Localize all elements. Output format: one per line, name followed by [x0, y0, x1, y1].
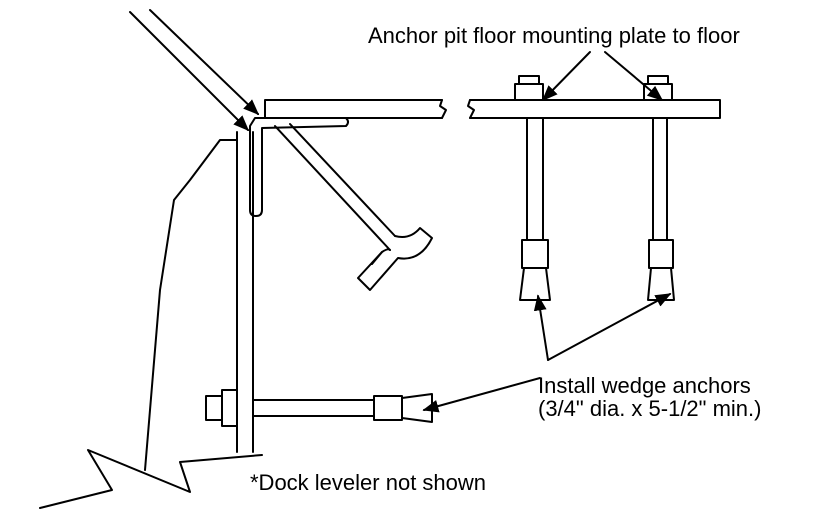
diagonal-anchor-rod	[274, 123, 433, 291]
wedge-anchor-horizontal	[205, 389, 433, 427]
wedge-anchor-left	[514, 75, 551, 301]
install-wedge-label: Install wedge anchors	[538, 373, 751, 398]
curb-angle	[249, 99, 443, 217]
dock-leveler-note: *Dock leveler not shown	[250, 470, 487, 495]
mounting-plate-label: Anchor pit floor mounting plate to floor	[368, 23, 740, 48]
floor-mounting-plate	[264, 99, 721, 119]
leader-lines	[129, 9, 672, 413]
pit-wall	[39, 139, 263, 509]
wedge-anchor-size-label: (3/4" dia. x 5-1/2" min.)	[538, 396, 762, 421]
wedge-anchor-right	[643, 75, 675, 301]
